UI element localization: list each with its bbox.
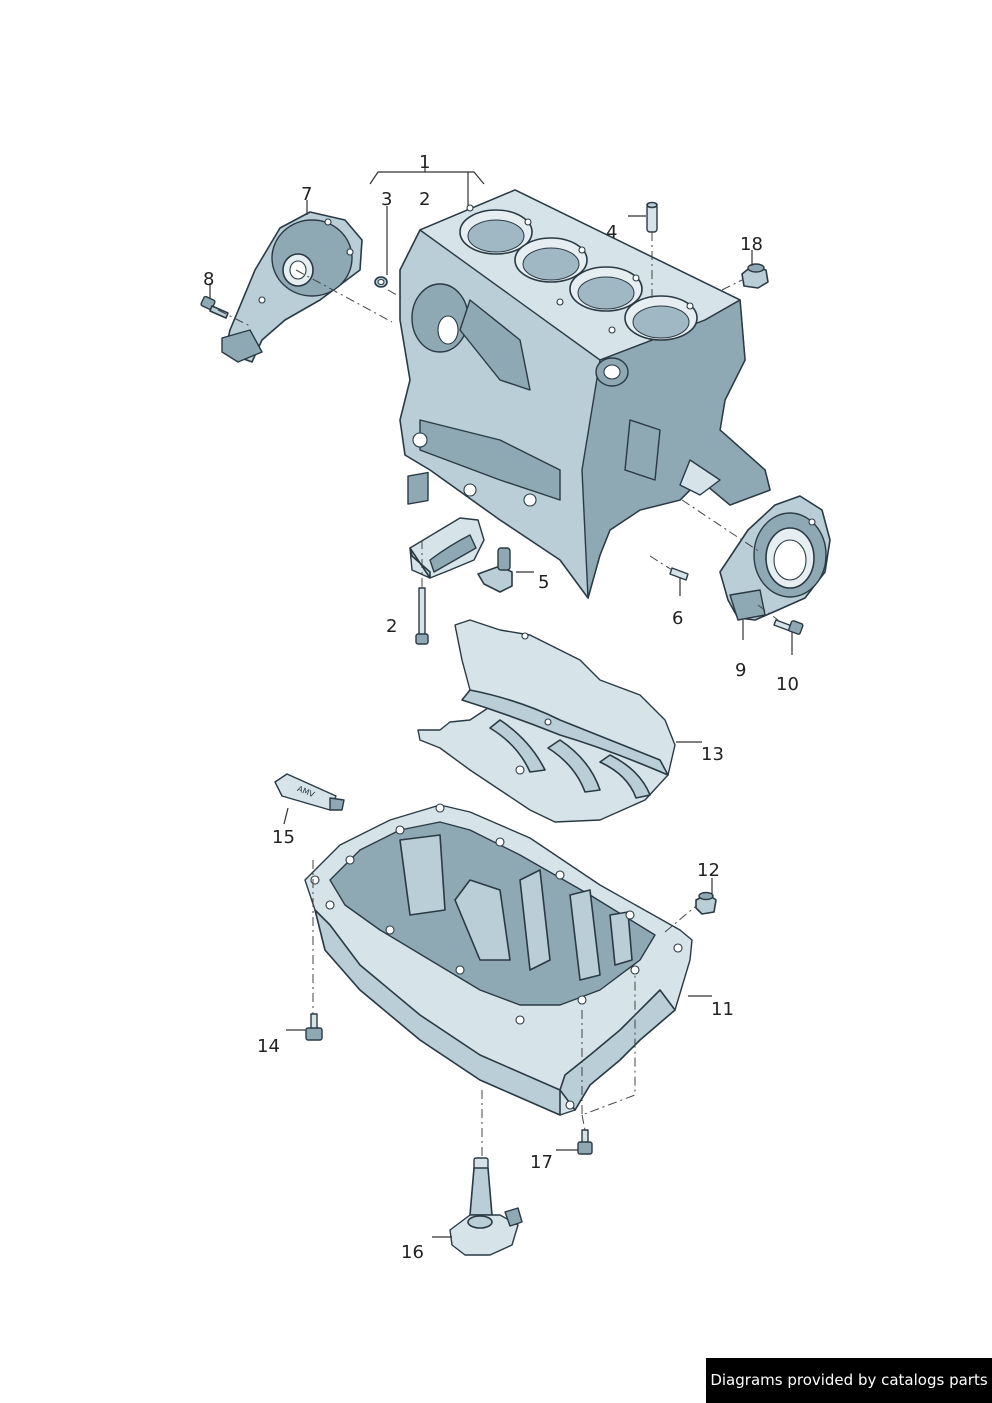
callout-18: 18 [740, 234, 763, 255]
plug-18[interactable] [741, 263, 769, 289]
callout-15: 15 [272, 827, 295, 848]
callout-7: 7 [301, 184, 312, 205]
dowel-4[interactable] [646, 201, 658, 233]
callout-3: 3 [381, 189, 392, 210]
plug-3[interactable] [374, 276, 388, 288]
diagram-credit-banner: Diagrams provided by catalogs parts [706, 1358, 992, 1403]
callout-12: 12 [697, 860, 720, 881]
oil-sump-11[interactable] [304, 803, 693, 1116]
engine-block[interactable] [399, 189, 771, 599]
callout-8: 8 [203, 269, 214, 290]
callout-10: 10 [776, 674, 799, 695]
callout-17: 17 [530, 1152, 553, 1173]
oil-level-sensor-16[interactable] [449, 1157, 523, 1256]
seal-flange-timing-side[interactable] [221, 211, 363, 363]
callout-1: 1 [419, 152, 430, 173]
callout-11: 11 [711, 999, 734, 1020]
bolt-17[interactable] [577, 1129, 593, 1155]
bolt-10[interactable] [773, 619, 804, 635]
bolt-2[interactable] [415, 587, 429, 645]
bearing-cap[interactable] [407, 471, 485, 579]
bolt-14[interactable] [305, 1013, 323, 1041]
drain-plug-12[interactable] [695, 891, 717, 915]
bolt-8[interactable] [200, 295, 229, 319]
sealant-tube-15[interactable]: AMV [274, 773, 345, 811]
callout-1-bracket [369, 158, 485, 208]
callout-16: 16 [401, 1242, 424, 1263]
callout-13: 13 [701, 744, 724, 765]
pin-6[interactable] [669, 567, 689, 581]
callout-2-top: 2 [419, 189, 430, 210]
callout-2-bolt: 2 [386, 616, 397, 637]
seal-flange-flywheel-side[interactable] [719, 495, 831, 621]
callout-6: 6 [672, 608, 683, 629]
callout-5: 5 [538, 572, 549, 593]
callout-9: 9 [735, 660, 746, 681]
callout-14: 14 [257, 1036, 280, 1057]
oil-spray-jet-5[interactable] [477, 547, 513, 593]
baffle-plate-13[interactable] [417, 619, 676, 823]
callout-4: 4 [606, 222, 617, 243]
